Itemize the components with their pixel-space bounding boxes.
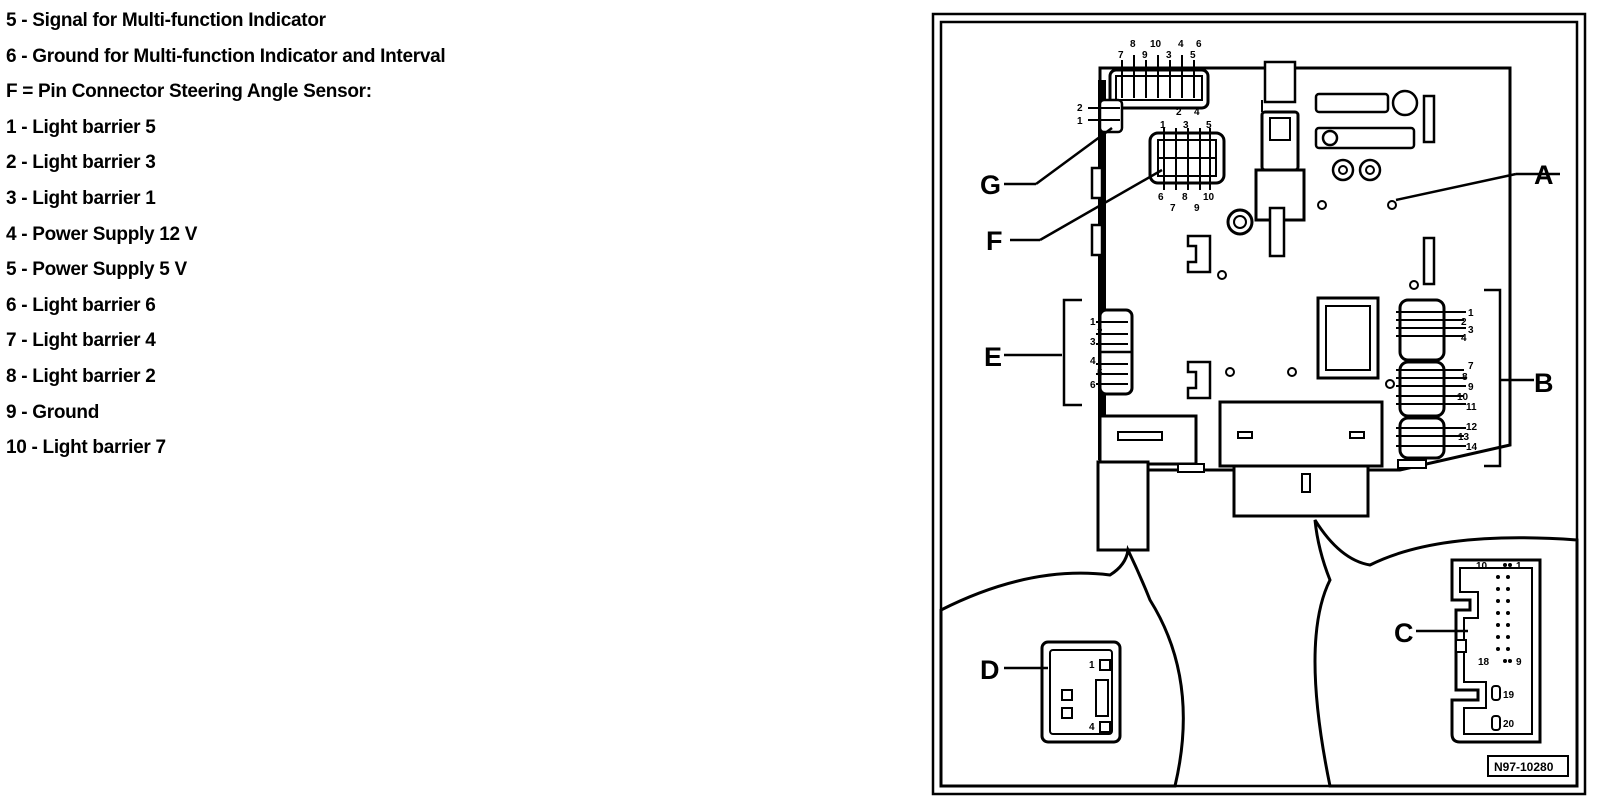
reference-number: N97-10280 [1494,760,1554,774]
pin-label-f-3: 3 [1183,120,1189,131]
pin-label-e-1: 1 [1090,317,1096,328]
callout-a: A [1534,160,1554,190]
legend-line-2: 6 - Ground for Multi-function Indicator … [6,45,446,67]
pin-label-c-10: 10 [1476,561,1488,572]
pin-label-c-20: 20 [1503,719,1515,730]
pin-label-f-9: 9 [1194,203,1200,214]
pin-label-b-8: 8 [1462,372,1468,383]
housing-left-rail [1098,80,1106,460]
legend-line-12: 9 - Ground [6,401,100,423]
pin-label-c-1: 1 [1516,561,1522,572]
pin-label-d-4: 4 [1089,722,1095,733]
pin-label-b-10: 10 [1457,392,1469,403]
legend-line-3: F = Pin Connector Steering Angle Sensor: [6,81,372,103]
relay-block [1254,60,1306,258]
pin-label-b-3: 3 [1468,325,1474,336]
small-brackets [1186,234,1419,400]
pin-label-top-5: 5 [1190,50,1196,61]
slot-components [1226,89,1419,236]
pin-label-e-4: 4 [1090,356,1096,367]
pin-label-c-19: 19 [1503,690,1515,701]
pin-label-e-6: 6 [1090,380,1096,391]
callout-g: G [980,170,1001,200]
pin-label-top-6: 6 [1196,39,1202,50]
connector-c-body [1218,400,1427,518]
connector-e [1096,308,1134,396]
pin-label-top-9: 9 [1142,50,1148,61]
pin-label-top-7: 7 [1118,50,1124,61]
pin-label-top-4b: 4 [1194,107,1200,118]
pin-label-b-7: 7 [1468,361,1474,372]
pin-label-top-10: 10 [1150,39,1162,50]
pin-label-b-9: 9 [1468,382,1474,393]
connector-g [1088,98,1124,134]
pin-label-f-6: 6 [1158,192,1164,203]
pin-label-c-9: 9 [1516,657,1522,668]
inset-connector-c [1450,558,1542,744]
center-window [1316,296,1380,380]
legend-line-6: 3 - Light barrier 1 [6,187,156,209]
outer-frame [931,12,1587,796]
legend-list: 5 - Signal for Multi-function Indicator … [6,6,886,469]
reference-box [1487,755,1569,777]
legend-line-4: 1 - Light barrier 5 [6,116,156,138]
legend-line-1: 5 - Signal for Multi-function Indicator [6,10,326,31]
callout-c: C [1394,618,1414,648]
pin-label-e-5: 5 [1097,368,1103,379]
pin-label-b-12: 12 [1466,422,1478,433]
inset-c-pin-dots [1496,563,1512,663]
leader-lines [1004,126,1560,670]
bracket-e [1062,298,1082,407]
bracket-b [1484,288,1502,468]
pin-label-b-14: 14 [1466,442,1478,453]
pin-label-c-18: 18 [1478,657,1490,668]
pin-label-g-1: 1 [1077,116,1083,127]
connector-f [1148,128,1226,190]
pin-label-f-8: 8 [1182,192,1188,203]
pin-label-b-2: 2 [1461,317,1467,328]
pin-label-f-10: 10 [1203,192,1215,203]
legend-line-13: 10 - Light barrier 7 [6,437,166,459]
pin-label-top-2b: 2 [1176,107,1182,118]
callout-f: F [986,226,1003,256]
pin-label-e-3: 3 [1090,337,1096,348]
legend-line-7: 4 - Power Supply 12 V [6,223,198,245]
pin-label-b-4: 4 [1461,333,1467,344]
pin-label-b-13: 13 [1458,432,1470,443]
callout-e: E [984,342,1002,372]
top-pin-connector [1108,55,1210,110]
pin-label-f-7: 7 [1170,203,1176,214]
callout-d: D [980,655,1000,685]
connector-d-body [1096,414,1205,552]
legend-line-11: 8 - Light barrier 2 [6,365,156,387]
inner-frame [939,20,1579,788]
connector-b [1396,298,1466,460]
pin-label-b-11: 11 [1466,402,1477,413]
legend-line-8: 5 - Power Supply 5 V [6,259,187,281]
pin-label-d-1: 1 [1089,660,1095,671]
pin-label-top-3: 3 [1166,50,1172,61]
pin-label-e-2: 2 [1097,327,1103,338]
legend-line-9: 6 - Light barrier 6 [6,294,156,316]
inset-connector-d [1040,640,1122,744]
pin-label-f-1: 1 [1160,120,1166,131]
legend-line-5: 2 - Light barrier 3 [6,152,156,174]
pin-label-g-2: 2 [1077,103,1083,114]
pin-label-top-8: 8 [1130,39,1136,50]
pin-label-b-1: 1 [1468,308,1474,319]
pin-label-f-5: 5 [1206,120,1212,131]
pin-label-top-4: 4 [1178,39,1184,50]
callout-b: B [1534,368,1554,398]
legend-line-10: 7 - Light barrier 4 [6,330,156,352]
